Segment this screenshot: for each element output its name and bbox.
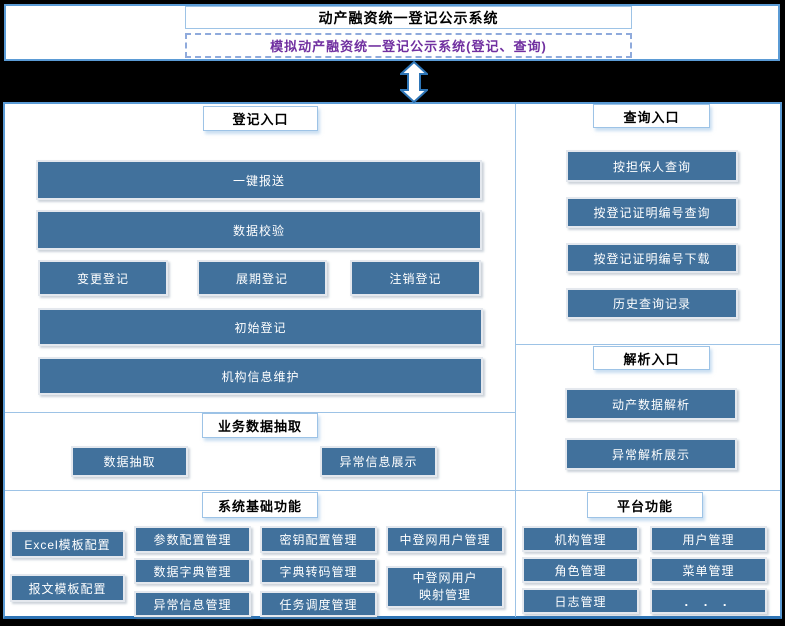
- section-header-platform: 平台功能: [587, 492, 703, 518]
- message-template-config-button[interactable]: 报文模板配置: [10, 574, 125, 602]
- data-dict-mgmt-button[interactable]: 数据字典管理: [134, 558, 251, 584]
- dict-transcode-mgmt-button[interactable]: 字典转码管理: [260, 558, 377, 584]
- one-key-report-button[interactable]: 一键报送: [36, 160, 482, 200]
- asset-data-parse-button[interactable]: 动产数据解析: [565, 388, 737, 420]
- zdw-user-map-mgmt-button[interactable]: 中登网用户 映射管理: [386, 566, 504, 608]
- menu-mgmt-button[interactable]: 菜单管理: [650, 557, 767, 583]
- org-mgmt-button[interactable]: 机构管理: [522, 526, 639, 552]
- log-mgmt-button[interactable]: 日志管理: [522, 588, 639, 614]
- vertical-divider: [515, 104, 516, 617]
- right-divider-parse: [515, 344, 780, 345]
- section-header-query: 查询入口: [593, 104, 710, 128]
- system-title: 动产融资统一登记公示系统: [185, 6, 632, 29]
- param-config-mgmt-button[interactable]: 参数配置管理: [134, 526, 251, 553]
- bottom-sections-divider: [5, 490, 780, 491]
- query-by-guarantor-button[interactable]: 按担保人查询: [566, 150, 738, 182]
- history-query-button[interactable]: 历史查询记录: [566, 288, 738, 319]
- up-down-arrow-icon: [400, 61, 428, 103]
- more-functions-button[interactable]: . . .: [650, 588, 767, 614]
- section-header-extract: 业务数据抽取: [202, 413, 318, 438]
- section-header-parse: 解析入口: [593, 346, 710, 370]
- section-header-system-base: 系统基础功能: [202, 492, 318, 518]
- query-by-cert-no-button[interactable]: 按登记证明编号查询: [566, 197, 738, 228]
- abnormal-parse-display-button[interactable]: 异常解析展示: [565, 438, 737, 470]
- extend-register-button[interactable]: 展期登记: [197, 260, 327, 296]
- user-mgmt-button[interactable]: 用户管理: [650, 526, 767, 552]
- zdw-user-mgmt-button[interactable]: 中登网用户管理: [386, 526, 504, 553]
- download-by-cert-no-button[interactable]: 按登记证明编号下载: [566, 243, 738, 273]
- org-info-maintain-button[interactable]: 机构信息维护: [38, 357, 483, 395]
- role-mgmt-button[interactable]: 角色管理: [522, 557, 639, 583]
- initial-register-button[interactable]: 初始登记: [38, 308, 483, 346]
- data-validate-button[interactable]: 数据校验: [36, 210, 482, 250]
- key-config-mgmt-button[interactable]: 密钥配置管理: [260, 526, 377, 553]
- system-subtitle: 模拟动产融资统一登记公示系统(登记、查询): [185, 33, 632, 58]
- abnormal-info-display-button[interactable]: 异常信息展示: [320, 446, 437, 477]
- excel-template-config-button[interactable]: Excel模板配置: [10, 530, 125, 558]
- data-extract-button[interactable]: 数据抽取: [71, 446, 188, 477]
- left-divider-extract: [5, 412, 515, 413]
- task-schedule-mgmt-button[interactable]: 任务调度管理: [260, 591, 377, 617]
- abnormal-info-mgmt-button[interactable]: 异常信息管理: [134, 591, 251, 617]
- section-header-register: 登记入口: [203, 106, 318, 131]
- change-register-button[interactable]: 变更登记: [38, 260, 168, 296]
- deregister-button[interactable]: 注销登记: [350, 260, 481, 296]
